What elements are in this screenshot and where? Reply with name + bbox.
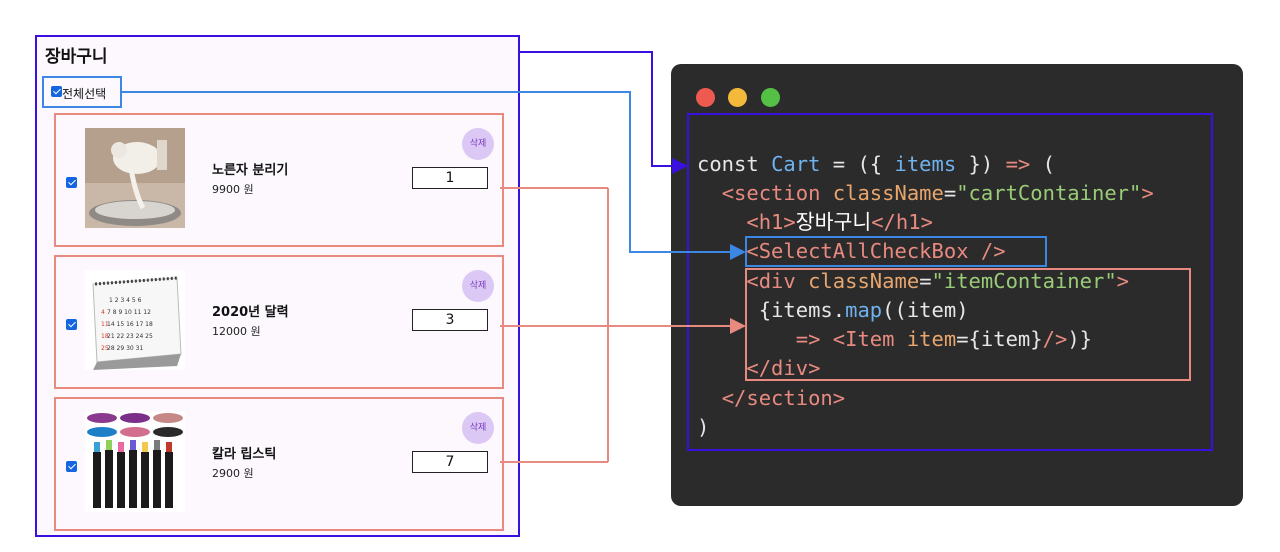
lipstick-image: [85, 412, 185, 512]
cart-item: 칼라 립스틱 2900 원 7 삭제: [54, 397, 504, 531]
svg-text:4: 4: [101, 309, 105, 316]
delete-button[interactable]: 삭제: [462, 270, 494, 302]
code-window: [671, 64, 1243, 506]
minimize-dot-icon: [728, 88, 747, 107]
select-all-code-highlight: [745, 236, 1047, 267]
code-line-8: </div>: [746, 356, 821, 380]
cart-item: 노른자 분리기 9900 원 1 삭제: [54, 113, 504, 247]
svg-text:18: 18: [101, 333, 109, 340]
select-all-label: 전체선택: [62, 87, 107, 101]
svg-text:7 8 9 10 11 12: 7 8 9 10 11 12: [107, 309, 151, 316]
maximize-dot-icon: [761, 88, 780, 107]
code-line-6: {items.map((item): [758, 298, 969, 322]
code-line-10: ): [697, 415, 710, 439]
select-all-highlight: [42, 76, 122, 108]
cart-component-highlight: [687, 113, 1213, 451]
calendar-image: 1 2 3 4 5 6 7 8 9 10 11 12 14 15 16 17 1…: [85, 270, 185, 370]
svg-text:11: 11: [101, 321, 109, 328]
code-line-1: const Cart = ({ items }) => (: [697, 152, 1055, 176]
code-line-3: <h1>장바구니</h1>: [746, 210, 933, 234]
item-checkbox[interactable]: [66, 319, 77, 330]
quantity-input[interactable]: 1: [412, 167, 488, 189]
select-all-checkbox[interactable]: [51, 86, 62, 97]
close-dot-icon: [696, 88, 715, 107]
item-container-code-highlight: [745, 268, 1191, 381]
delete-button[interactable]: 삭제: [462, 412, 494, 444]
item-price: 2900 원: [212, 467, 254, 480]
code-line-2: <section className="cartContainer">: [721, 181, 1154, 205]
cart-item: 1 2 3 4 5 6 7 8 9 10 11 12 14 15 16 17 1…: [54, 255, 504, 389]
item-name: 노른자 분리기: [212, 163, 289, 178]
code-line-7: => <Item item={item}/>)}: [795, 327, 1092, 351]
svg-text:28 29 30 31: 28 29 30 31: [107, 345, 143, 352]
item-checkbox[interactable]: [66, 461, 77, 472]
item-name: 칼라 립스틱: [212, 447, 277, 462]
code-line-4: <SelectAllCheckBox />: [746, 239, 1006, 263]
delete-button[interactable]: 삭제: [462, 128, 494, 160]
svg-text:21 22 23 24 25: 21 22 23 24 25: [107, 333, 153, 340]
item-price: 9900 원: [212, 183, 254, 196]
code-line-5: <div className="itemContainer">: [746, 269, 1130, 293]
item-checkbox[interactable]: [66, 177, 77, 188]
quantity-input[interactable]: 7: [412, 451, 488, 473]
item-price: 12000 원: [212, 325, 261, 338]
quantity-input[interactable]: 3: [412, 309, 488, 331]
svg-text:25: 25: [101, 345, 109, 352]
code-line-9: </section>: [721, 386, 846, 410]
cart-title: 장바구니: [45, 47, 108, 67]
item-name: 2020년 달력: [212, 305, 289, 320]
select-all-connector: [122, 91, 746, 260]
egg-separator-image: [85, 128, 185, 228]
cart-connector: [520, 51, 688, 174]
svg-text:14 15 16 17 18: 14 15 16 17 18: [107, 321, 153, 328]
svg-text:1 2 3 4 5 6: 1 2 3 4 5 6: [109, 297, 142, 304]
